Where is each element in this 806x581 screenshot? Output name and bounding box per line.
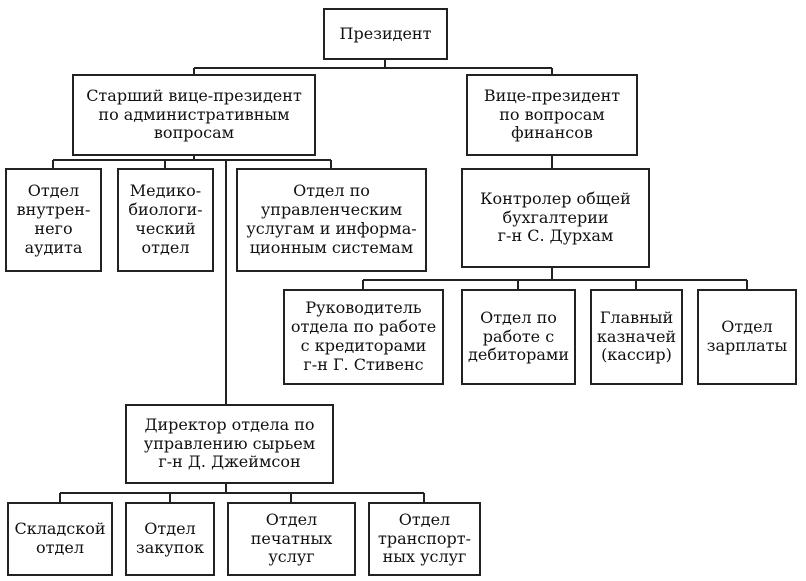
debtors-dept-box: Отдел по работе с дебиторами (461, 289, 576, 385)
transport-services-dept-box: Отдел транспорт- ных услуг (368, 502, 481, 576)
warehouse-dept-box: Складской отдел (7, 502, 113, 576)
general-accounting-controller-box: Контролер общей бухгалтерии г-н С. Дурха… (461, 168, 650, 268)
raw-materials-director-box: Директор отдела по управлению сырьем г-н… (125, 404, 334, 484)
internal-audit-box: Отдел внутрен- него аудита (5, 168, 102, 272)
payroll-dept-box: Отдел зарплаты (697, 289, 797, 385)
medical-biological-box: Медико- биологи- ческий отдел (117, 168, 214, 272)
president-box: Президент (323, 8, 448, 60)
vp-finance-box: Вице-президент по вопросам финансов (466, 74, 638, 156)
senior-vp-admin-box: Старший вице-президент по административн… (72, 74, 316, 156)
chief-treasurer-box: Главный казначей (кассир) (590, 289, 683, 385)
creditors-head-box: Руководитель отдела по работе с кредитор… (283, 289, 444, 385)
management-services-is-box: Отдел по управленческим услугам и информ… (236, 168, 427, 272)
purchasing-dept-box: Отдел закупок (125, 502, 215, 576)
printing-services-dept-box: Отдел печатных услуг (227, 502, 356, 576)
